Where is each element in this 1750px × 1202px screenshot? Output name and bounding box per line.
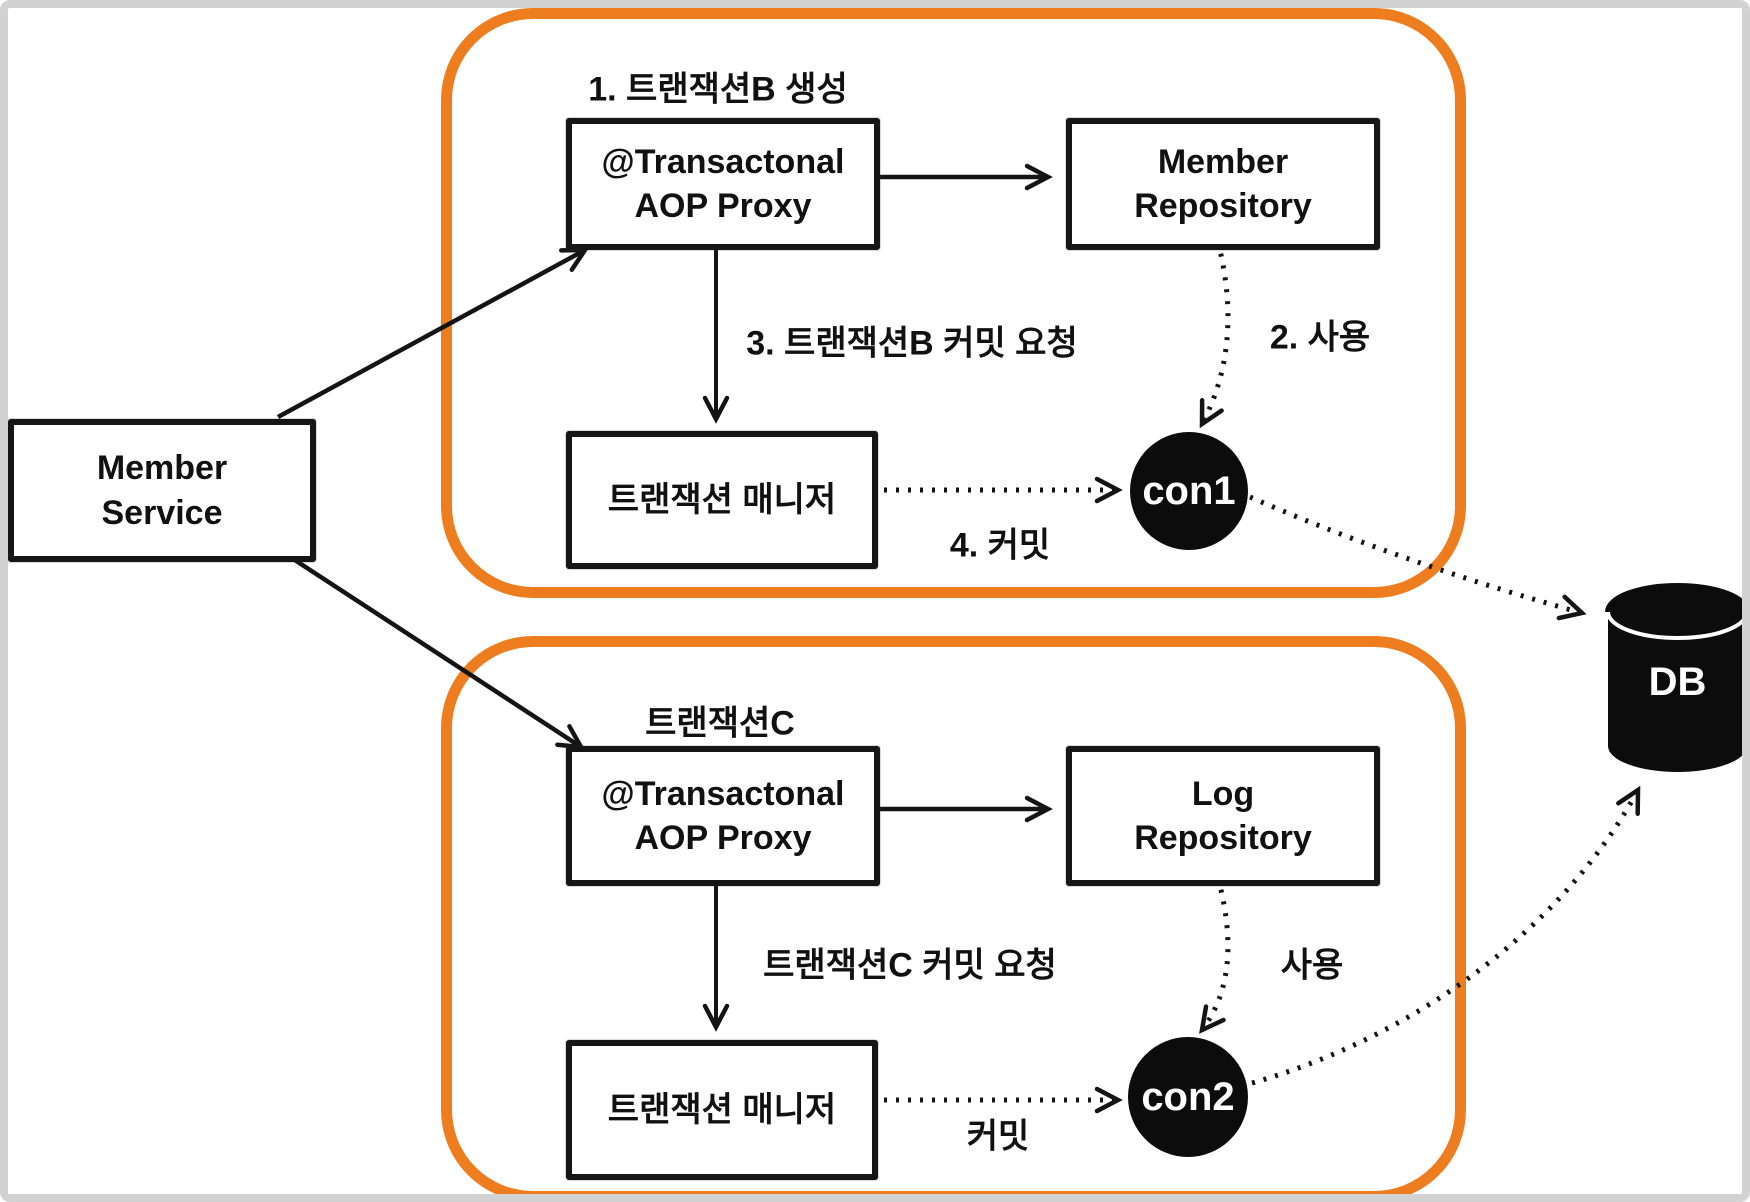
log-repository-line2: Repository <box>1134 819 1312 857</box>
arrow-con1-to-db <box>1249 494 1587 621</box>
aop-proxy-b-node: @Transactonal AOP Proxy <box>566 118 880 250</box>
arrow-con2-to-db <box>1251 785 1641 1086</box>
annotation-commit-4: 4. 커밋 <box>949 526 1051 565</box>
arrow-log-repository-to-con2 <box>1199 877 1231 1034</box>
annotation-use-2: 2. 사용 <box>1269 318 1371 357</box>
aop-proxy-c-line2: AOP Proxy <box>634 819 812 857</box>
tx-manager-b-node: 트랜잭션 매니저 <box>566 431 878 569</box>
member-repository-node: Member Repository <box>1066 118 1380 250</box>
arrow-member-repository-to-con1 <box>1199 241 1231 429</box>
con1-connection-node: con1 <box>1130 432 1248 550</box>
tx-manager-c-node: 트랜잭션 매니저 <box>566 1040 878 1180</box>
con1-label: con1 <box>1142 468 1236 513</box>
aop-proxy-c-line1: @Transactonal <box>601 774 845 813</box>
annotation-commit: 커밋 <box>966 1117 1030 1156</box>
member-service-node: Member Service <box>8 419 316 562</box>
arrow-member-service-to-aop-proxy-c <box>279 549 586 750</box>
annotation-tx-b-commit-request: 3. 트랜잭션B 커밋 요청 <box>746 324 1078 363</box>
con2-connection-node: con2 <box>1128 1037 1248 1157</box>
transaction-b-boundary <box>441 8 1466 598</box>
annotation-use: 사용 <box>1280 946 1344 985</box>
database-cylinder-icon <box>1605 583 1750 772</box>
log-repository-line1: Log <box>1191 774 1255 813</box>
log-repository-node: Log Repository <box>1066 746 1380 886</box>
member-service-line2: Service <box>101 493 223 532</box>
member-repository-line1: Member <box>1157 142 1289 181</box>
aop-proxy-b-line2: AOP Proxy <box>634 187 812 225</box>
annotation-tx-c-commit-request: 트랜잭션C 커밋 요청 <box>763 946 1057 985</box>
arrow-member-service-to-aop-proxy-b <box>276 247 590 419</box>
member-service-line1: Member <box>96 449 228 488</box>
db-label: DB <box>1648 660 1707 704</box>
con2-label: con2 <box>1141 1074 1235 1119</box>
member-repository-line2: Repository <box>1134 187 1312 225</box>
annotation-tx-c: 트랜잭션C <box>645 704 795 743</box>
tx-manager-c-label: 트랜잭션 매니저 <box>607 1090 837 1129</box>
aop-proxy-b-line1: @Transactonal <box>601 142 845 181</box>
annotation-tx-b-create: 1. 트랜잭션B 생성 <box>588 70 848 109</box>
aop-proxy-c-node: @Transactonal AOP Proxy <box>566 746 880 886</box>
tx-manager-b-label: 트랜잭션 매니저 <box>607 480 837 519</box>
